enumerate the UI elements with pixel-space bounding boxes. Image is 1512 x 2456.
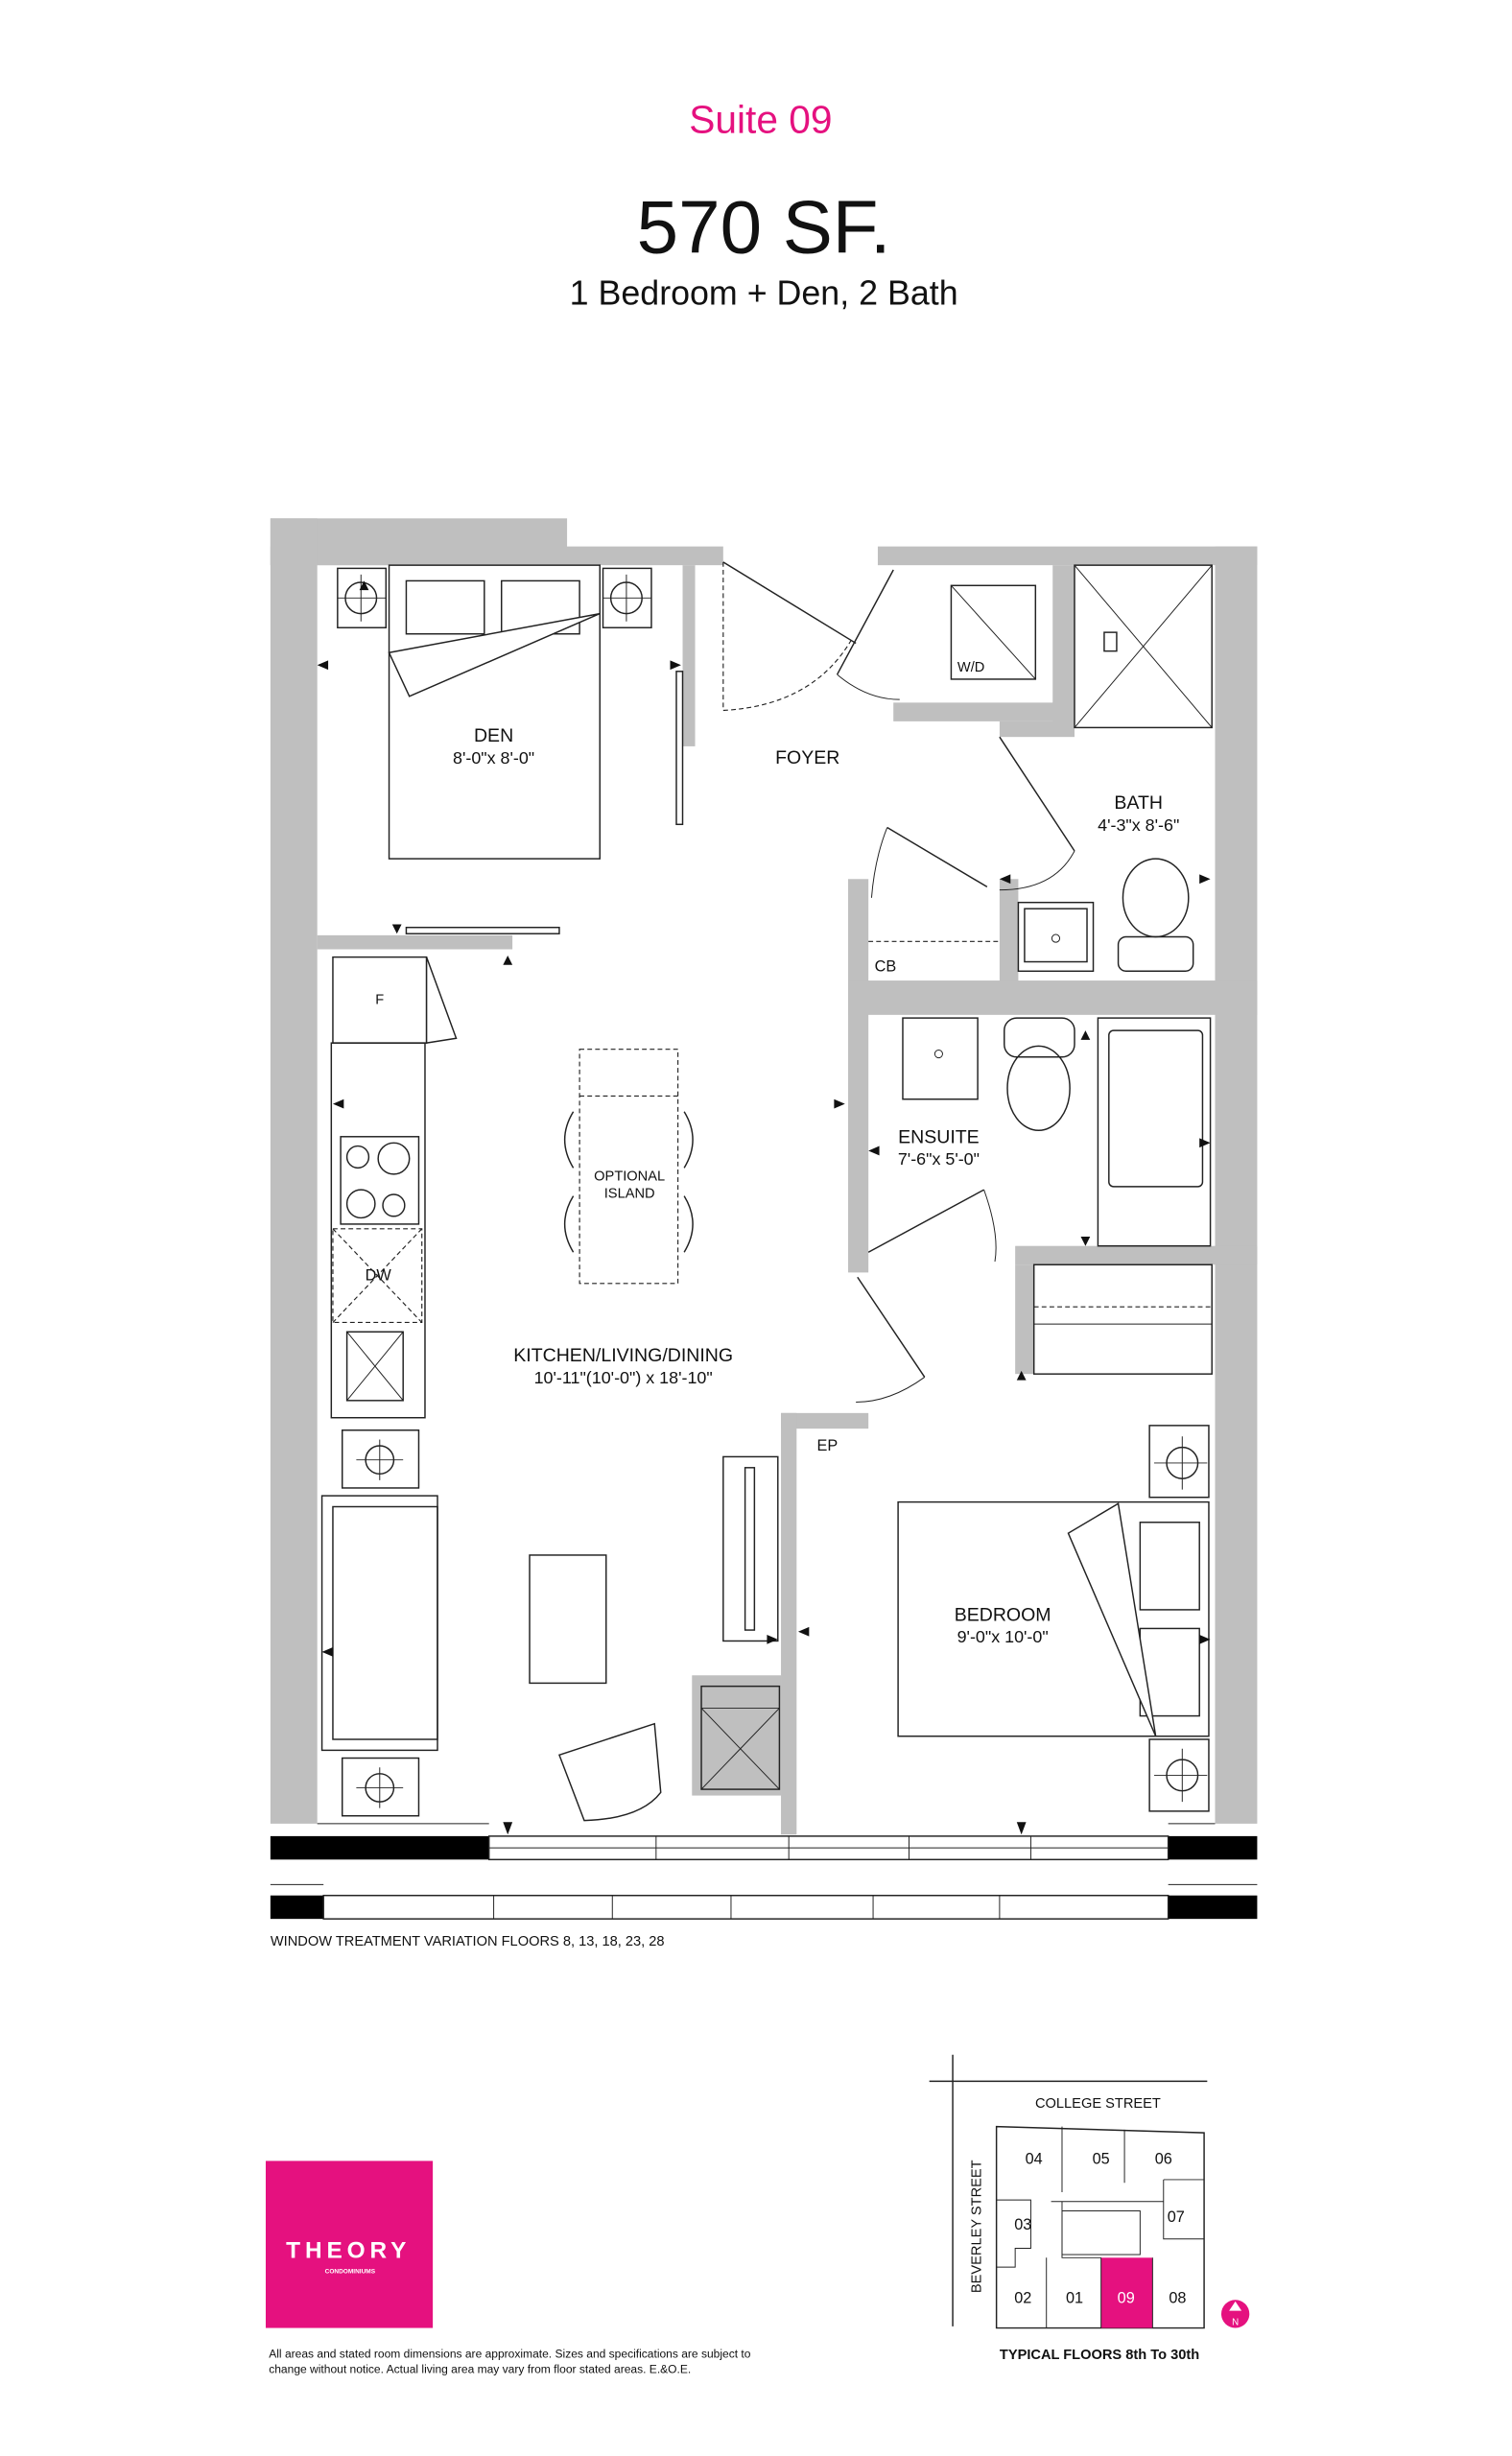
entry-door [722, 561, 900, 712]
disclaimer-line-1: All areas and stated room dimensions are… [269, 2347, 751, 2360]
bath-fixtures [870, 564, 1213, 973]
suite-area: 570 SF. [637, 185, 891, 270]
washer-dryer [950, 584, 1037, 680]
walls [270, 518, 1258, 1835]
unit-06: 06 [1155, 2151, 1172, 2168]
unit-08: 08 [1169, 2290, 1186, 2307]
ensuite-size: 7'-6"x 5'-0" [898, 1149, 980, 1169]
unit-01: 01 [1066, 2290, 1083, 2307]
kitchen-label: KITCHEN/LIVING/DINING [513, 1345, 733, 1366]
window-variation [270, 1883, 1258, 1920]
suite-type: 1 Bedroom + Den, 2 Bath [570, 273, 958, 312]
theory-logo: THEORY CONDOMINIUMS [265, 2161, 434, 2328]
bedroom-size: 9'-0"x 10'-0" [957, 1627, 1049, 1646]
bedroom-label: BEDROOM [955, 1604, 1051, 1625]
den-furniture [337, 564, 684, 934]
unit-07: 07 [1168, 2208, 1185, 2226]
island-label-2: ISLAND [604, 1186, 655, 1201]
street-beverley: BEVERLEY STREET [969, 2160, 984, 2293]
logo-sub: CONDOMINIUMS [325, 2269, 376, 2276]
north-label: N [1232, 2317, 1239, 2327]
key-plan: COLLEGE STREET BEVERLEY STREET 04 05 06 … [929, 2054, 1250, 2363]
street-college: COLLEGE STREET [1035, 2096, 1161, 2112]
unit-03: 03 [1014, 2216, 1031, 2233]
fridge-label: F [375, 992, 384, 1007]
cb-label: CB [875, 957, 897, 975]
ensuite-label: ENSUITE [898, 1126, 980, 1147]
disclaimer-line-2: change without notice. Actual living are… [269, 2363, 691, 2376]
foyer-label: FOYER [775, 747, 839, 768]
logo-name: THEORY [286, 2237, 411, 2263]
den-label: DEN [474, 725, 513, 746]
den-size: 8'-0"x 8'-0" [453, 748, 534, 768]
bath-size: 4'-3"x 8'-6" [1098, 815, 1179, 835]
dishwasher-label: DW [366, 1267, 392, 1285]
wd-label: W/D [957, 660, 984, 675]
kitchen-counter [330, 956, 458, 1419]
floor-plan: DEN 8'-0"x 8'-0" FOYER W/D [270, 518, 1258, 1949]
window-note: WINDOW TREATMENT VARIATION FLOORS 8, 13,… [271, 1934, 665, 1949]
keyplan-caption: TYPICAL FLOORS 8th To 30th [1000, 2348, 1199, 2363]
unit-04: 04 [1026, 2151, 1043, 2168]
unit-09-highlighted: 09 [1118, 2290, 1135, 2307]
island-label-1: OPTIONAL [594, 1169, 665, 1184]
kitchen-size: 10'-11"(10'-0") x 18'-10" [534, 1368, 713, 1387]
living-furniture [320, 1429, 781, 1822]
window-standard [270, 1823, 1258, 1861]
optional-island [564, 1049, 694, 1285]
suite-title: Suite 09 [689, 97, 832, 141]
ep-label: EP [816, 1437, 838, 1454]
bath-label: BATH [1114, 792, 1163, 814]
north-arrow-icon: N [1220, 2300, 1250, 2328]
elevation-arrows [317, 580, 1211, 1835]
bedroom-furniture [897, 1425, 1210, 1812]
unit-05: 05 [1093, 2151, 1110, 2168]
ensuite-fixtures [856, 1017, 1213, 1403]
unit-02: 02 [1014, 2290, 1031, 2307]
